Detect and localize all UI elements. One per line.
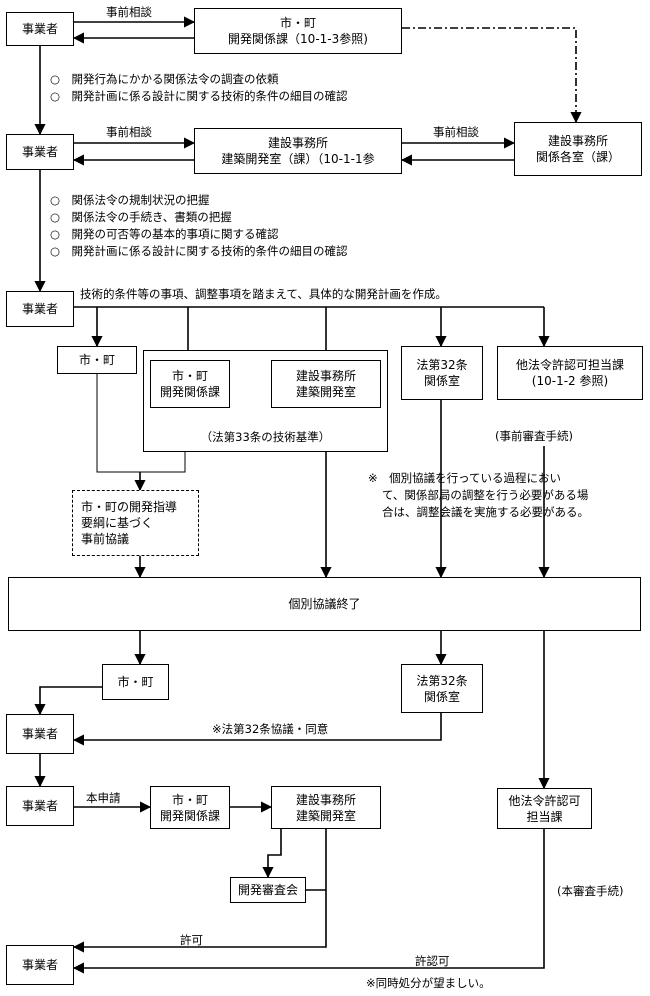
tech-conditions-text: 技術的条件等の事項、調整事項を踏まえて、具体的な開発計画を作成。 [80, 287, 447, 301]
box-line: 市・町 [171, 369, 208, 383]
box-line: 他法令許認可 [508, 793, 581, 808]
city-development-section-box: 市・町 開発関係課（10-1-3参照) [194, 8, 402, 54]
box-line: 市・町 [279, 16, 316, 30]
city-box-small: 市・町 [57, 346, 137, 374]
construction-office-related-box: 建設事務所 関係各室（課） [514, 122, 642, 176]
box-line: 開発関係課 [159, 385, 220, 399]
operator-label: 事業者 [21, 958, 58, 972]
license-label: 許認可 [415, 954, 450, 968]
law32-consent-label: ※法第32条協議・同意 [212, 722, 329, 736]
confirmation-list-2: ○ 関係法令の規制状況の把握 ○ 関係法令の手続き、書類の把握 ○ 開発の可否等… [50, 192, 348, 260]
other-law-section-box-b: 他法令許認可 担当課 [497, 788, 592, 829]
confirmation-list-1: ○ 開発行為にかかる関係法令の調査の依頼 ○ 開発計画に係る設計に関する技術的条… [50, 71, 348, 105]
box-line: 要綱に基づく [81, 516, 154, 530]
list-item: ○ 開発計画に係る設計に関する技術的条件の細目の確認 [50, 89, 348, 103]
operator-box-6: 事業者 [6, 945, 74, 985]
list-item: ○ 開発計画に係る設計に関する技術的条件の細目の確認 [50, 244, 348, 258]
box-line: 建築開発室 [295, 385, 356, 399]
box-line: 事前協議 [81, 532, 130, 546]
note-line: 合は、調整会議を実施する必要がある。 [382, 505, 589, 519]
box-line: 担当課 [526, 809, 563, 824]
box-line: 建設事務所 [295, 792, 356, 807]
operator-box-1: 事業者 [6, 12, 74, 46]
construction-inner-box: 建設事務所 建築開発室 [271, 360, 381, 408]
box-line: 市・町の開発指導 [81, 500, 178, 514]
permit-label: 許可 [180, 933, 203, 947]
city-development-inner-box: 市・町 開発関係課 [150, 360, 230, 408]
box-line: 個別協議終了 [288, 597, 361, 611]
box-line: 建築開発室 [295, 808, 356, 823]
box-line: 他法令許認可担当課 [515, 358, 624, 372]
box-line: 法第32条 [416, 673, 468, 688]
operator-box-5: 事業者 [6, 786, 74, 826]
individual-consultation-end-box: 個別協議終了 [8, 577, 641, 631]
coordination-note: ※ 個別協議を行っている過程におい て、関係部局の調整を行う必要がある場 合は、… [368, 470, 589, 521]
list-item: ○ 開発行為にかかる関係法令の調査の依頼 [50, 72, 279, 86]
operator-box-4: 事業者 [6, 714, 74, 754]
box-line: 建設事務所 [295, 369, 356, 383]
operator-box-3: 事業者 [6, 291, 74, 327]
city-development-box-b: 市・町 開発関係課 [150, 786, 230, 829]
operator-label: 事業者 [21, 302, 58, 316]
main-review-label: (本審査手続) [557, 884, 624, 898]
list-item: ○ 関係法令の規制状況の把握 [50, 193, 210, 207]
pre-review-label: (事前審査手続) [495, 429, 573, 443]
note-line: て、関係部局の調整を行う必要がある場 [382, 488, 589, 502]
pre-consult-label-1: 事前相談 [106, 5, 152, 19]
law32-section-box-b: 法第32条 関係室 [401, 664, 483, 713]
pre-consult-label-3: 事前相談 [433, 125, 479, 139]
box-line: 開発関係課（10-1-3参照) [228, 32, 368, 46]
note-line: ※ 個別協議を行っている過程におい [368, 471, 562, 485]
list-item: ○ 関係法令の手続き、書類の把握 [50, 210, 232, 224]
box-line: 建築開発室（課）（10-1-1参 [221, 152, 375, 166]
box-line: 法第32条 [416, 358, 468, 372]
box-line: 建設事務所 [547, 134, 608, 148]
operator-box-2: 事業者 [6, 134, 74, 170]
box-line: (10-1-2 参照) [531, 374, 609, 388]
prior-consultation-box: 市・町の開発指導 要綱に基づく 事前協議 [72, 490, 199, 556]
technical-standards-caption: （法第33条の技術基準） [200, 430, 331, 444]
box-line: 開発関係課 [159, 808, 220, 823]
construction-office-box: 建設事務所 建築開発室（課）（10-1-1参 [194, 128, 402, 174]
list-item: ○ 開発の可否等の基本的事項に関する確認 [50, 227, 279, 241]
box-line: 関係室 [423, 374, 460, 388]
box-line: 市・町 [117, 675, 154, 689]
operator-label: 事業者 [21, 799, 58, 813]
box-line: 関係各室（課） [535, 150, 620, 164]
construction-box-b: 建設事務所 建築開発室 [271, 786, 381, 829]
simultaneous-note: ※同時処分が望ましい。 [366, 976, 491, 990]
law32-section-box-a: 法第32条 関係室 [401, 346, 483, 400]
main-application-label: 本申請 [86, 791, 121, 805]
operator-label: 事業者 [21, 22, 58, 36]
box-line: 建設事務所 [267, 136, 328, 150]
box-line: 関係室 [423, 689, 460, 704]
development-review-board-box: 開発審査会 [230, 877, 306, 903]
operator-label: 事業者 [21, 145, 58, 159]
box-line: 市・町 [171, 792, 208, 807]
operator-label: 事業者 [21, 727, 58, 741]
pre-consult-label-2: 事前相談 [106, 125, 152, 139]
box-line: 市・町 [78, 353, 115, 367]
city-box-small-2: 市・町 [102, 664, 169, 700]
box-line: 開発審査会 [237, 883, 298, 897]
other-law-section-box-a: 他法令許認可担当課 (10-1-2 参照) [497, 346, 643, 400]
